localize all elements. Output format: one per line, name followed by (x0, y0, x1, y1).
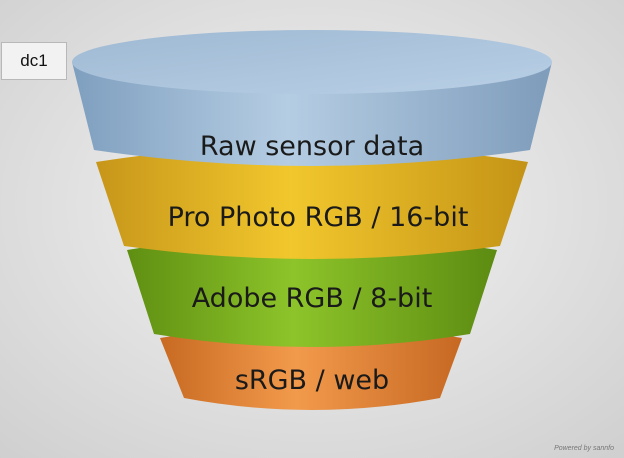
layer-label-adobe-rgb: Adobe RGB / 8-bit (192, 283, 433, 314)
layer-label-raw: Raw sensor data (200, 131, 424, 162)
funnel-layer-prophoto-rgb: Pro Photo RGB / 16-bit (96, 145, 528, 259)
powered-by-watermark: Powered by sannfo (554, 445, 614, 452)
funnel-layer-srgb: sRGB / web (160, 325, 462, 410)
slide-tag: dc1 (1, 42, 67, 80)
layer-label-prophoto-rgb: Pro Photo RGB / 16-bit (168, 202, 469, 233)
funnel-layer-adobe-rgb: Adobe RGB / 8-bit (127, 234, 497, 347)
layer-label-srgb: sRGB / web (235, 365, 389, 396)
funnel-layer-raw: Raw sensor data (72, 30, 552, 166)
